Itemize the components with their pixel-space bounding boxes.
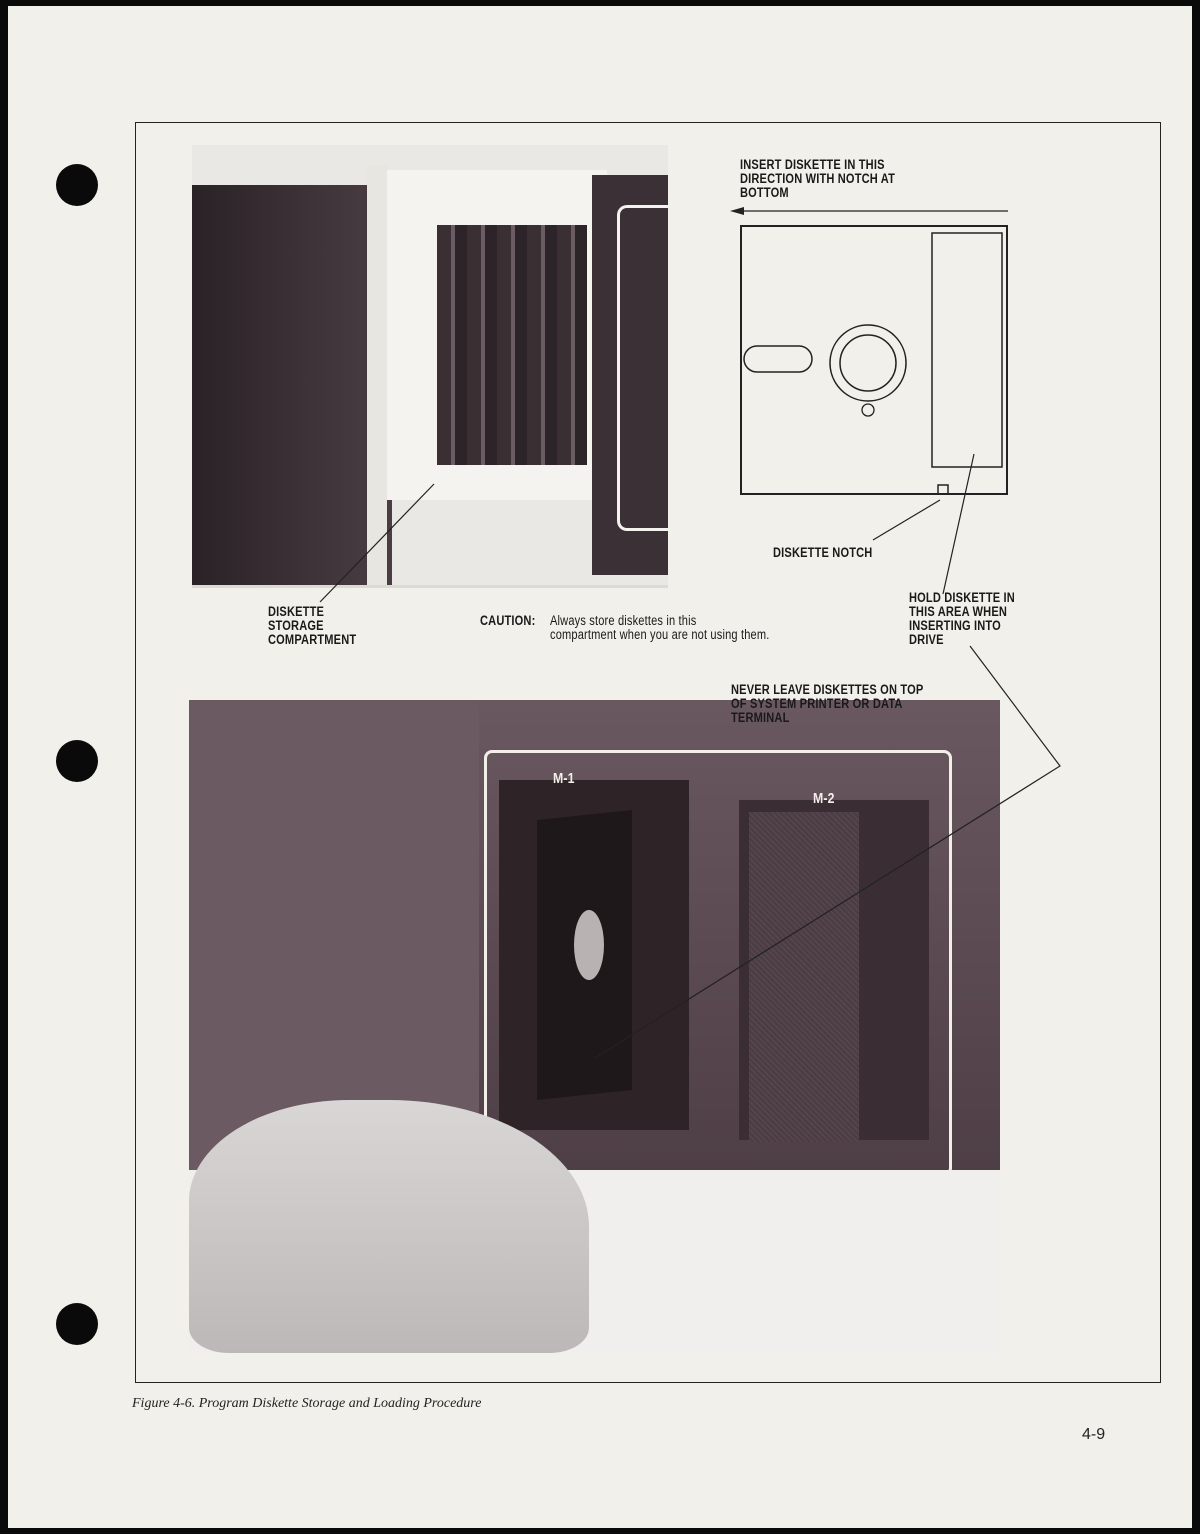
figure-caption: Figure 4-6. Program Diskette Storage and… <box>132 1396 482 1411</box>
caution-text: Always store diskettes in this compartme… <box>550 613 770 642</box>
storage-compartment-label: DISKETTE STORAGE COMPARTMENT <box>268 604 357 647</box>
diskette-notch <box>937 484 949 494</box>
figure-frame <box>135 122 1161 1383</box>
document-page: M-1 M-2 INSERT DISKETTE IN THIS DIRECTIO… <box>8 6 1192 1528</box>
diskette-diagram <box>319 207 1061 1059</box>
diskette-outline <box>740 225 1008 495</box>
head-window <box>743 345 813 373</box>
binder-hole <box>56 1303 98 1345</box>
never-leave-label: NEVER LEAVE DISKETTES ON TOP OF SYSTEM P… <box>731 682 924 725</box>
diskette-loading-photo: M-1 M-2 <box>189 700 1000 1353</box>
diskette-notch-label: DISKETTE NOTCH <box>773 545 873 560</box>
hub-hole <box>839 334 897 392</box>
storage-compartment-photo <box>192 145 668 588</box>
insert-direction-label: INSERT DISKETTE IN THIS DIRECTION WITH N… <box>740 157 896 200</box>
binder-hole <box>56 164 98 206</box>
page-number: 4-9 <box>1082 1426 1106 1443</box>
binder-hole <box>56 740 98 782</box>
caution-label: CAUTION: <box>480 613 536 628</box>
hub-ring <box>829 324 907 402</box>
label-area <box>931 232 1003 468</box>
index-hole <box>861 403 875 417</box>
hold-diskette-label: HOLD DISKETTE IN THIS AREA WHEN INSERTIN… <box>909 590 1015 647</box>
arrow-head-icon <box>730 207 744 215</box>
drive-label-m1: M-1 <box>553 770 575 787</box>
drive-label-m2: M-2 <box>813 790 835 807</box>
